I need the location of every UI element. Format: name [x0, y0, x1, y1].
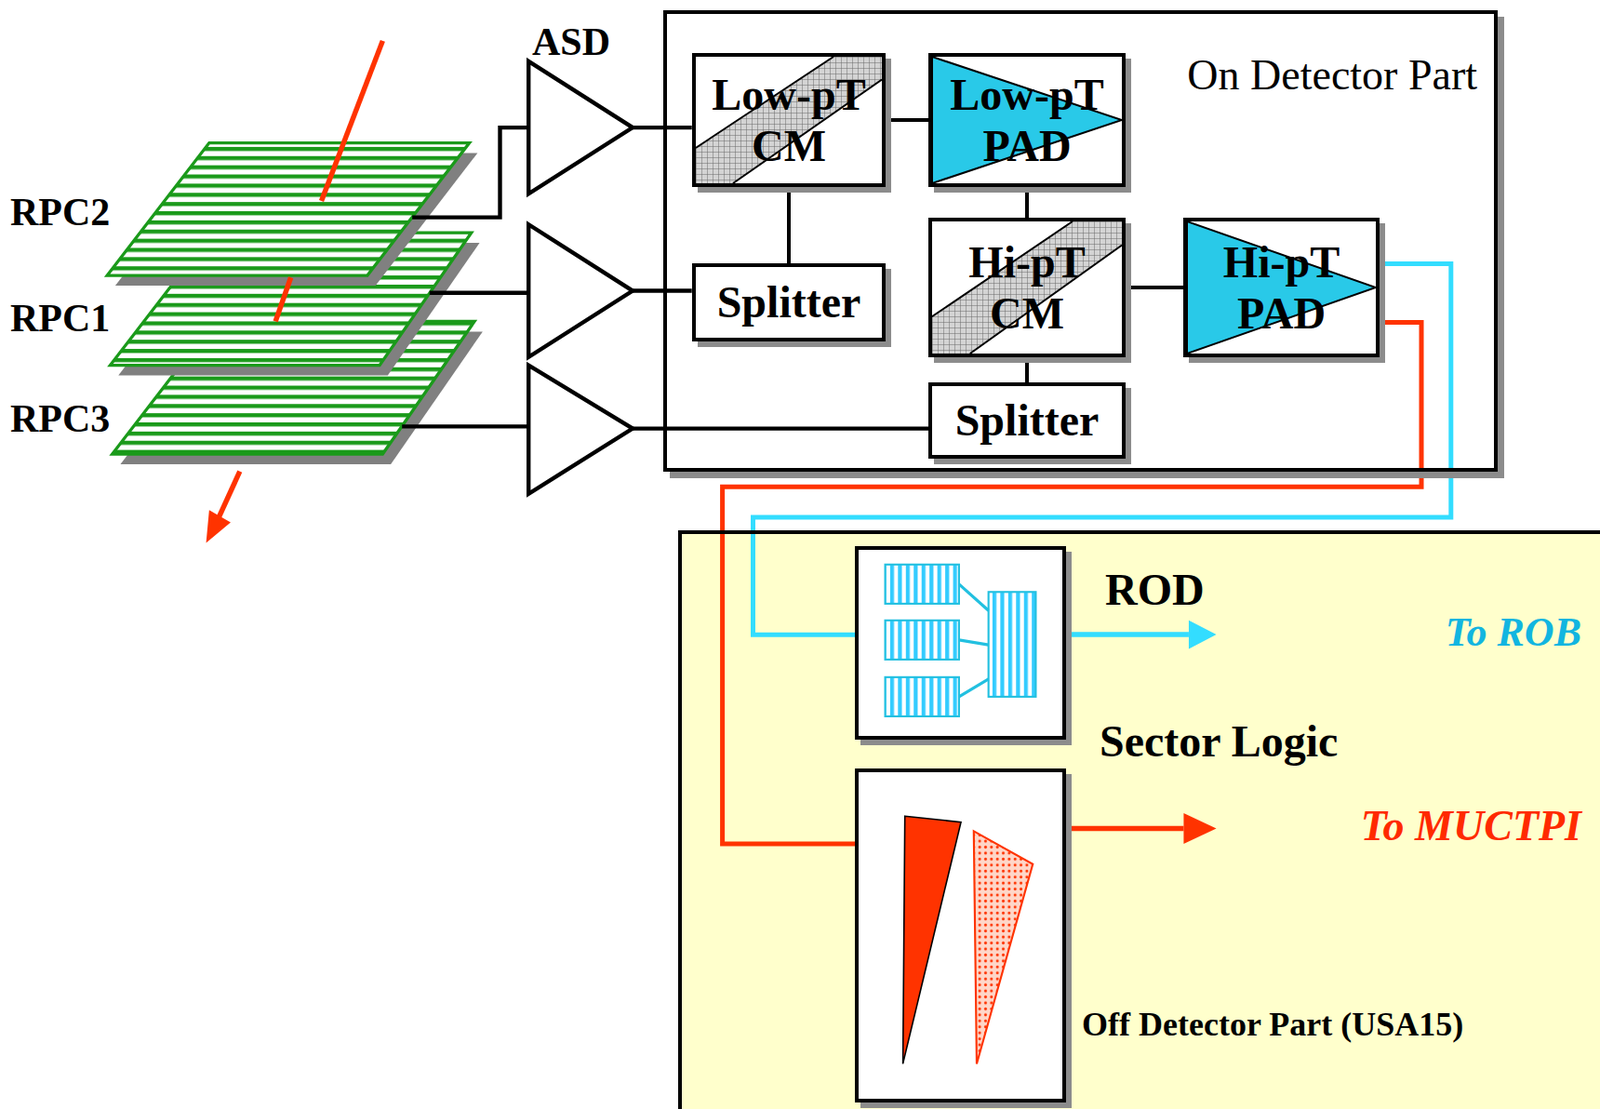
buffer-icon — [988, 591, 1037, 697]
wire — [412, 127, 529, 218]
node-text: ROD — [1105, 562, 1205, 617]
buffer-icon — [885, 620, 960, 660]
wire — [429, 291, 529, 295]
node-text: On Detector Part — [1186, 49, 1478, 101]
node-text: Hi-pT PAD — [1192, 236, 1371, 339]
splitter-box: Splitter — [692, 263, 886, 342]
rpc2-plane — [106, 143, 469, 277]
chamber-label: RPC2 — [10, 188, 110, 236]
track-segment — [275, 277, 291, 321]
band-fill — [932, 221, 1122, 354]
rpc-planes — [106, 143, 483, 465]
output-arrow — [1066, 631, 1189, 637]
amplifier-triangle — [528, 224, 633, 358]
arrowhead — [1188, 620, 1217, 650]
asd-amplifiers — [528, 61, 633, 494]
node-text: Sector Logic — [1099, 714, 1338, 769]
connector — [722, 322, 1422, 845]
pad-box: Low-pT PAD — [928, 53, 1126, 187]
node-text: Low-pT CM — [701, 68, 877, 172]
track-segment — [321, 40, 384, 201]
buffer-icon — [885, 677, 960, 717]
connector — [1025, 186, 1029, 218]
buffer-icon — [885, 564, 960, 604]
connector — [786, 186, 791, 264]
amplifier-triangle — [528, 365, 633, 494]
track-segment — [218, 471, 240, 519]
triangle-fill — [932, 56, 1122, 184]
splitter-box: Splitter — [928, 382, 1126, 459]
pad-box: Hi-pT PAD — [1183, 217, 1380, 358]
on-detector-box: On Detector Part Low-pT CM Low-pT PAD Split… — [663, 10, 1498, 472]
rod-icon — [858, 549, 1063, 736]
buffer-link — [959, 584, 989, 697]
track-arrowhead — [206, 509, 231, 543]
node-text: Splitter — [717, 276, 862, 328]
connector — [885, 118, 929, 122]
coincidence-matrix-box: Low-pT CM — [692, 53, 886, 187]
connector — [1025, 357, 1029, 383]
node-text: Splitter — [955, 394, 1100, 446]
wire — [632, 426, 929, 430]
wire — [632, 288, 693, 293]
output-arrow — [1066, 826, 1184, 831]
muon-track — [218, 40, 384, 519]
logic-wedge — [903, 815, 961, 1064]
chamber-label: RPC1 — [10, 294, 110, 342]
band-edge — [695, 56, 882, 184]
chamber-label: RPC3 — [10, 395, 110, 442]
wire — [401, 424, 529, 428]
wire — [632, 125, 693, 130]
coincidence-matrix-box: Hi-pT CM — [928, 217, 1126, 358]
block-label: ASD — [532, 18, 611, 66]
node-text: Low-pT PAD — [937, 68, 1117, 172]
destination-label: To MUCTPI — [1360, 800, 1582, 852]
sector-logic-box: Sector Logic — [854, 768, 1067, 1103]
sector-logic-icon — [858, 772, 1063, 1099]
triangle-fill — [1186, 221, 1376, 354]
amplifier-triangle — [528, 61, 633, 195]
node-text: Hi-pT CM — [937, 236, 1117, 339]
arrowhead — [1183, 813, 1216, 844]
band-fill — [695, 56, 882, 184]
rod-box: ROD — [854, 546, 1067, 740]
logic-wedge — [973, 830, 1033, 1064]
band-edge — [932, 221, 1122, 354]
destination-label: To ROB — [1445, 608, 1582, 658]
node-text: Off Detector Part (USA15) — [1081, 1004, 1464, 1045]
connector — [1125, 285, 1184, 290]
off-detector-ground — [678, 530, 1600, 1109]
